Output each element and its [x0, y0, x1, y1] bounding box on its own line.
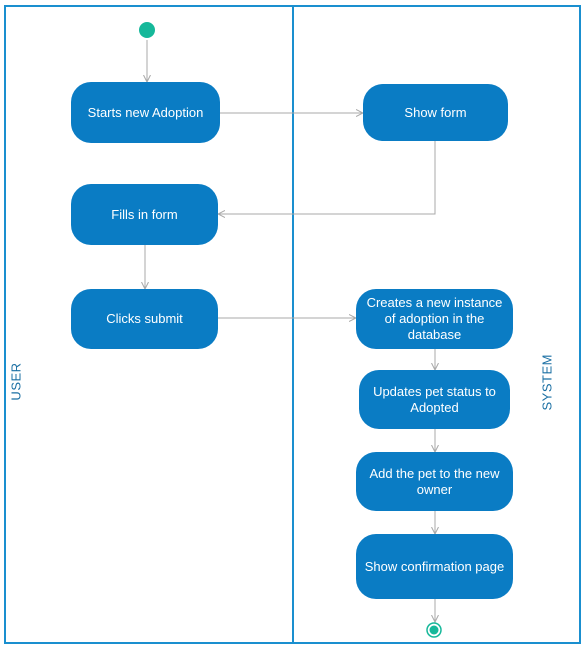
initial-node [139, 22, 155, 38]
activity-label: Clicks submit [106, 311, 183, 326]
activity-creates-adoption: Creates a new instance of adoption in th… [356, 289, 513, 349]
lane-system [292, 5, 581, 644]
activity-clicks-submit: Clicks submit [71, 289, 218, 349]
final-node-inner [429, 625, 439, 635]
activity-label: Show form [404, 104, 467, 120]
activity-label: Updates pet status to Adopted [373, 383, 496, 415]
activity-label: Add the pet to the new owner [369, 465, 500, 497]
activity-label: Show confirmation page [364, 558, 505, 574]
activity-label: Starts new Adoption [87, 104, 204, 120]
activity-label: Fills in form [111, 206, 178, 222]
activity-show-form: Show form [363, 84, 508, 141]
activity-starts-new-adoption: Starts new Adoption [71, 82, 220, 143]
edge-n2-to-n3 [218, 141, 436, 214]
activity-add-pet-to-owner: Add the pet to the new owner [356, 452, 513, 511]
activity-updates-pet-status: Updates pet status to Adopted [359, 370, 510, 429]
activity-fills-in-form: Fills in form [71, 184, 218, 245]
activity-show-confirmation-page: Show confirmation page [356, 534, 513, 599]
activity-label: Creates a new instance of adoption in th… [366, 295, 503, 342]
